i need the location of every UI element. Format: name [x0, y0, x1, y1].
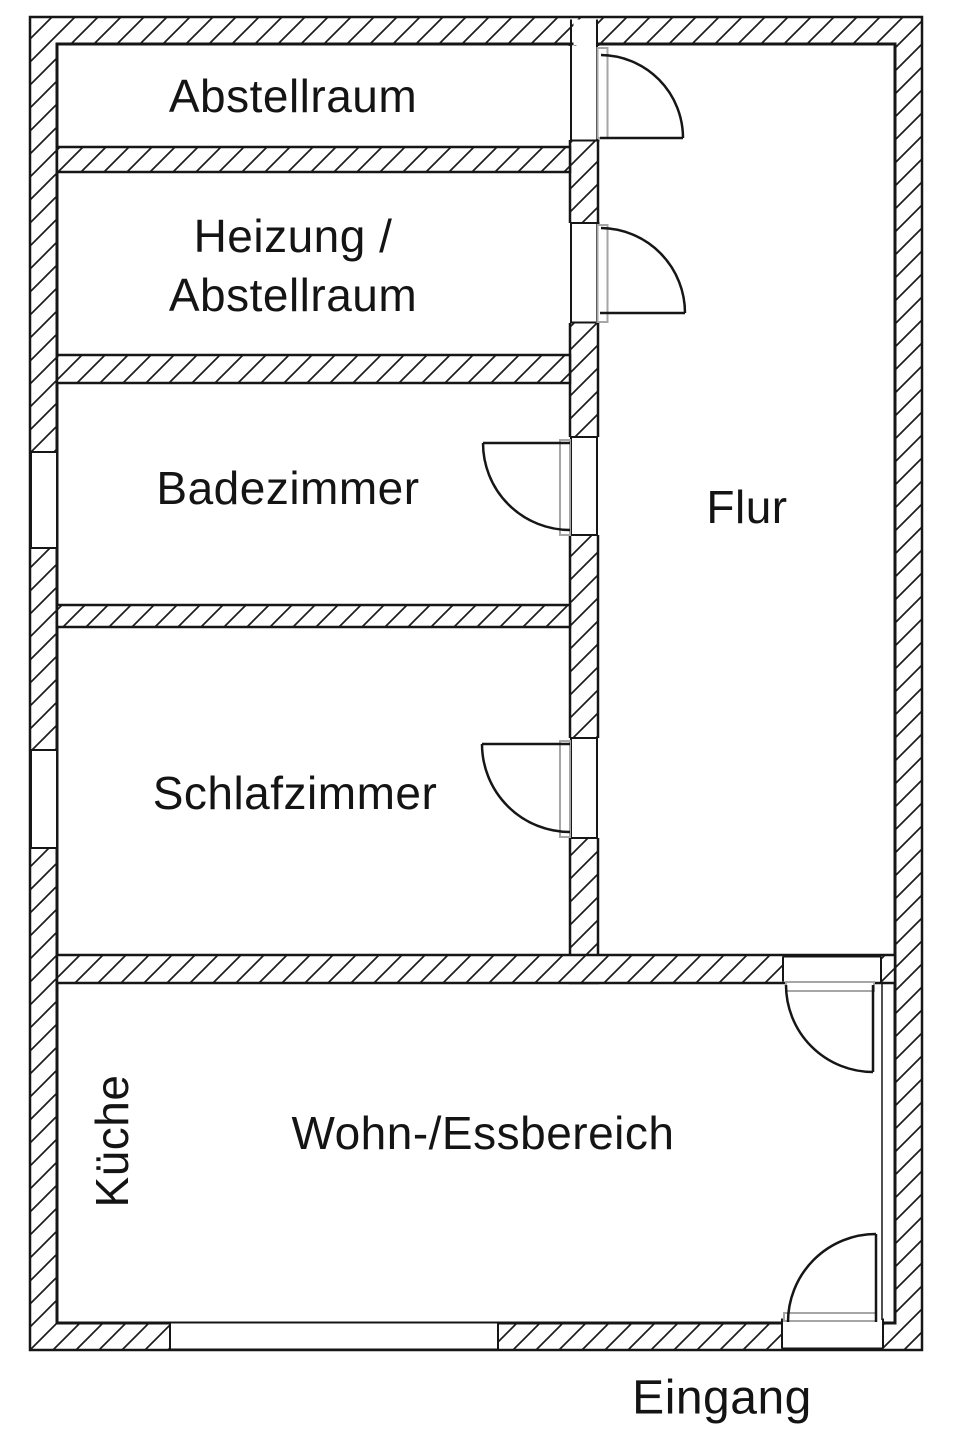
door-swing-eingang	[786, 1232, 878, 1323]
door-swing-flur-wohnbereich	[784, 984, 875, 1074]
room-label-kueche: Küche	[86, 1075, 138, 1208]
door-swing-heizung	[600, 226, 687, 315]
room-label-wohn-essbereich: Wohn-/Essbereich	[292, 1107, 675, 1159]
window-schlafzimmer	[30, 749, 58, 849]
room-label-heizung-line1: Heizung /	[194, 210, 393, 262]
door-swing-abstellraum	[600, 53, 685, 140]
door-opening-schlafzimmer	[568, 738, 600, 838]
wall-badezimmer-schlafzimmer	[55, 603, 572, 629]
wall-heizung-badezimmer	[55, 353, 572, 385]
room-label-schlafzimmer: Schlafzimmer	[153, 767, 438, 819]
room-label-abstellraum: Abstellraum	[169, 70, 417, 122]
door-panel-eingang	[783, 1312, 877, 1322]
floor-interior	[55, 42, 897, 1325]
door-panel-abstellraum	[596, 47, 609, 139]
door-opening-flur-wohnbereich	[783, 956, 881, 982]
room-label-flur: Flur	[706, 481, 787, 533]
door-swings	[480, 53, 878, 1323]
door-swing-schlafzimmer	[480, 742, 571, 834]
window-badezimmer	[30, 451, 58, 549]
door-frame-notch-top-wall	[573, 19, 597, 46]
door-panel-heizung	[596, 224, 609, 323]
door-opening-abstellraum	[568, 46, 600, 140]
door-opening-badezimmer	[568, 437, 600, 535]
door-opening-eingang	[782, 1318, 883, 1349]
room-label-heizung-line2: Abstellraum	[169, 269, 417, 321]
door-panel-flur-wohnbereich	[785, 981, 875, 992]
door-opening-heizung	[568, 223, 600, 323]
door-panel-schlafzimmer	[559, 740, 571, 838]
door-panel-badezimmer	[559, 439, 571, 536]
door-swing-badezimmer	[481, 441, 571, 532]
entrance-label: Eingang	[632, 1372, 812, 1425]
wall-schlafzimmer-wohnbereich	[55, 953, 897, 985]
door-panels	[559, 47, 877, 1322]
wall-abstellraum-heizung	[55, 145, 572, 174]
room-label-badezimmer: Badezimmer	[156, 462, 419, 514]
window-wohnbereich	[169, 1321, 499, 1351]
